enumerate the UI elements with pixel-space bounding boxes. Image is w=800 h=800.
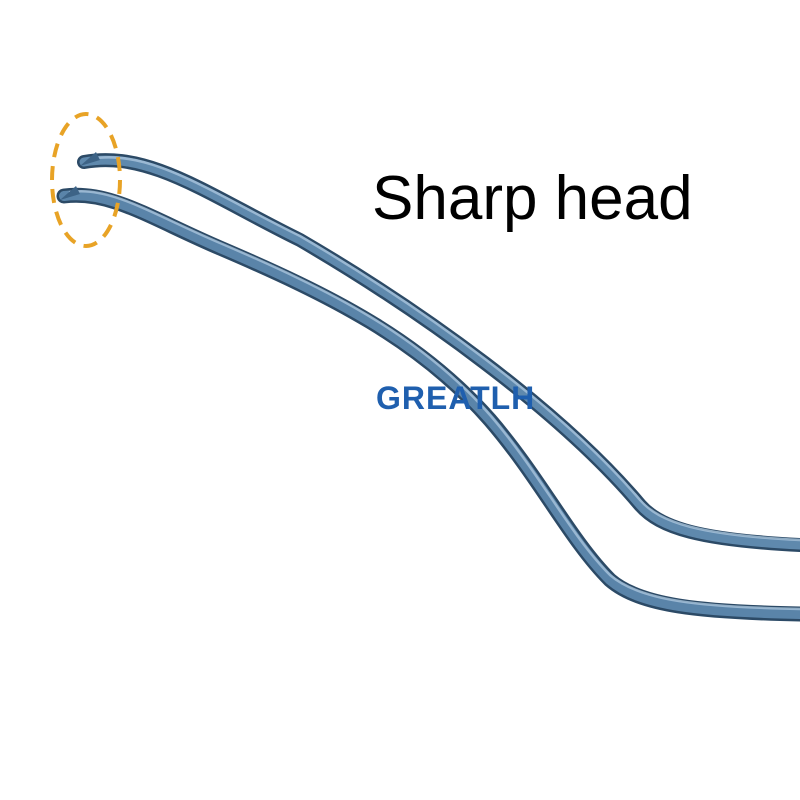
lower-forceps-arm [56,186,800,622]
brand-logo: GREATLH [376,380,536,416]
dashed-ellipse-icon [50,112,122,248]
caption-text: Sharp head [372,164,693,233]
upper-forceps-arm [77,152,800,552]
